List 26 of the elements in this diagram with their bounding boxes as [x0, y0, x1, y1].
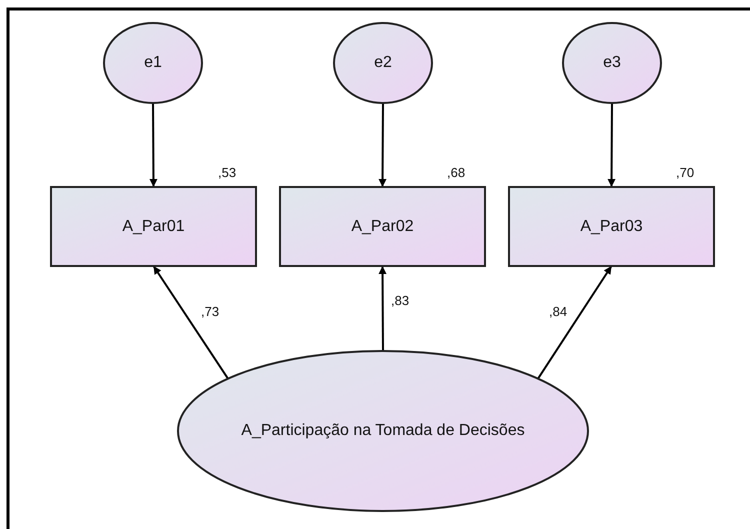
edge-label: ,73: [200, 304, 220, 319]
arrow: [537, 265, 612, 380]
r-squared-value: ,68: [447, 165, 466, 180]
variable-name: A_Par01: [122, 218, 185, 236]
variable-name: e2: [374, 54, 392, 72]
latent-variable-ellipse: [177, 350, 589, 512]
observed-variable-box: [279, 186, 486, 267]
r-squared-value: ,53: [218, 165, 236, 180]
edge-label: ,84: [548, 304, 568, 319]
r-squared-value: ,70: [676, 165, 694, 180]
arrow: [378, 103, 387, 187]
variable-name: e1: [144, 54, 162, 72]
variable-name: A_Par03: [580, 218, 643, 236]
variable-name: A_Par02: [351, 218, 414, 236]
variable-name: e3: [603, 54, 621, 72]
edge-label: ,83: [390, 293, 410, 308]
error-term-circle: [333, 22, 433, 104]
observed-variable-box: [508, 186, 715, 267]
arrow: [378, 266, 387, 351]
observed-variable-box: [50, 186, 257, 267]
error-term-circle: [103, 22, 203, 104]
variable-name: A_Participação na Tomada de Decisões: [241, 422, 525, 440]
arrow: [152, 265, 229, 380]
arrow: [149, 103, 158, 187]
arrow: [608, 103, 616, 187]
error-term-circle: [562, 22, 662, 104]
